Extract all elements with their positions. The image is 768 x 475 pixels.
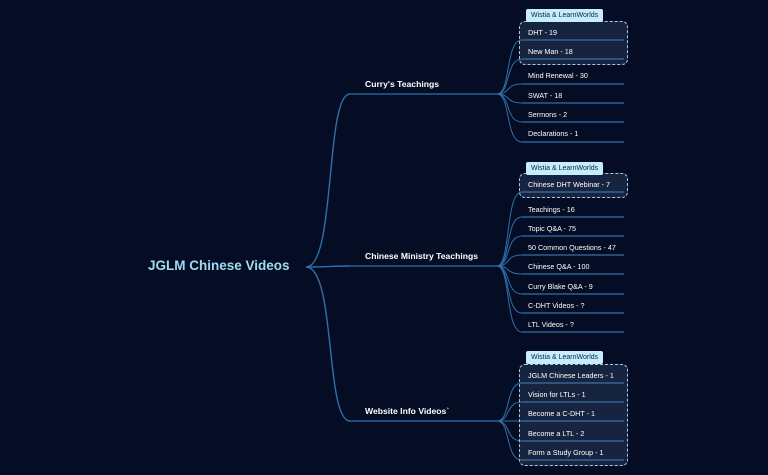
group-frame-1 [519, 21, 628, 65]
leaf-connector-1-6 [496, 93, 523, 143]
leaf-connector-2-2 [496, 216, 523, 267]
platform-tag-1: Wistia & LearnWorlds [526, 9, 604, 22]
leaf-connector-2-4 [496, 254, 523, 267]
leaf-c-dht-videos[interactable]: C-DHT Videos - ? [528, 301, 585, 310]
leaf-curry-blake-qa[interactable]: Curry Blake Q&A - 9 [528, 282, 593, 291]
leaf-connector-3-2 [496, 401, 523, 422]
branch-connector-1 [305, 93, 351, 268]
leaf-connector-3-1 [496, 382, 523, 422]
branch-connector-3 [305, 266, 351, 422]
leaf-dht[interactable]: DHT - 19 [528, 28, 558, 37]
leaf-chinese-dht-webinar[interactable]: Chinese DHT Webinar - 7 [528, 180, 611, 189]
branch-currys-teachings[interactable]: Curry's Teachings [365, 79, 439, 89]
leaf-declarations[interactable]: Declarations - 1 [528, 129, 579, 138]
leaf-connector-2-6 [496, 265, 523, 295]
leaf-sermons[interactable]: Sermons - 2 [528, 110, 568, 119]
leaf-topic-qa[interactable]: Topic Q&A - 75 [528, 224, 576, 233]
group-frame-3 [519, 364, 628, 466]
root-node[interactable]: JGLM Chinese Videos [148, 258, 290, 273]
leaf-become-a-ltl[interactable]: Become a LTL - 2 [528, 429, 585, 438]
leaf-jglm-chinese-leaders[interactable]: JGLM Chinese Leaders - 1 [528, 371, 614, 380]
leaf-become-a-c-dht[interactable]: Become a C-DHT - 1 [528, 409, 595, 418]
group-frame-2 [519, 173, 628, 198]
branch-website-info-videos[interactable]: Website Info Videos` [365, 406, 450, 416]
branch-chinese-ministry-teachings[interactable]: Chinese Ministry Teachings [365, 251, 479, 261]
leaf-connector-2-3 [496, 235, 523, 267]
platform-tag-2: Wistia & LearnWorlds [526, 162, 604, 175]
leaf-mind-renewal[interactable]: Mind Renewal - 30 [528, 71, 588, 80]
leaf-connector-1-3 [496, 83, 523, 95]
leaf-ltl-videos[interactable]: LTL Videos - ? [528, 320, 574, 329]
leaf-form-a-study-group[interactable]: Form a Study Group - 1 [528, 448, 604, 457]
leaf-connector-2-8 [496, 265, 523, 333]
leaf-connector-3-5 [496, 420, 523, 461]
leaf-50-common-questions[interactable]: 50 Common Questions - 47 [528, 243, 616, 252]
leaf-swat[interactable]: SWAT - 18 [528, 91, 563, 100]
leaf-chinese-qa[interactable]: Chinese Q&A - 100 [528, 262, 590, 271]
leaf-vision-for-ltls[interactable]: Vision for LTLs - 1 [528, 390, 586, 399]
leaf-connector-1-5 [496, 93, 523, 123]
leaf-connector-1-2 [496, 58, 523, 95]
leaf-new-man[interactable]: New Man - 18 [528, 47, 573, 56]
leaf-teachings[interactable]: Teachings - 16 [528, 205, 575, 214]
leaf-connector-2-1 [496, 191, 523, 267]
platform-tag-3: Wistia & LearnWorlds [526, 351, 604, 364]
branch-connector-2 [305, 265, 351, 268]
